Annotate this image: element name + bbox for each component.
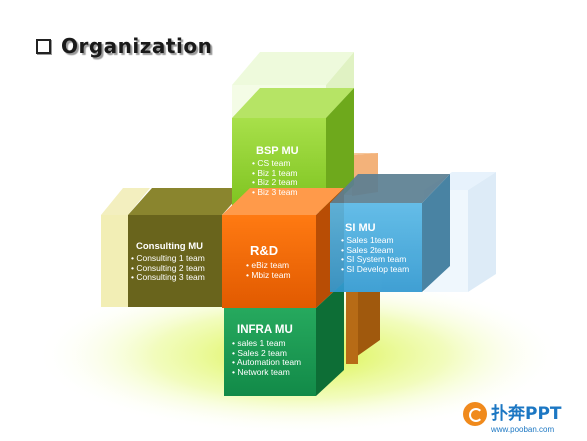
list-item: Sales 1team [341, 235, 409, 246]
list-item: Sales 2 team [232, 348, 301, 359]
list-item: Biz 1 team [252, 168, 299, 179]
rnd-team-list: eBiz team Mbiz team [246, 260, 291, 281]
list-item: Sales 2team [341, 245, 409, 256]
watermark-logo: 扑奔PPT [463, 402, 562, 426]
list-item: Consulting 2 team [131, 263, 205, 274]
consulting-name: Consulting MU [136, 241, 204, 252]
checkbox-bullet-icon [36, 38, 51, 54]
bsp-label: BSP MU CS team Biz 1 team Biz 2 team Biz… [252, 145, 299, 197]
watermark-url: www.pooban.com [491, 425, 555, 434]
infra-label: INFRA MU sales 1 team Sales 2 team Autom… [232, 324, 301, 377]
consulting-label: Consulting MU Consulting 1 team Consulti… [131, 241, 205, 283]
si-label: SI MU Sales 1team Sales 2team SI System … [341, 222, 409, 274]
bsp-team-list: CS team Biz 1 team Biz 2 team Biz 3 team [252, 158, 299, 198]
si-team-list: Sales 1team Sales 2team SI System team S… [341, 235, 409, 275]
bsp-name: BSP MU [256, 145, 299, 157]
list-item: Automation team [232, 358, 301, 368]
list-item: Biz 2 team [252, 178, 299, 188]
page-title: Organization [61, 34, 213, 58]
brand-logo-icon [463, 402, 487, 426]
rnd-name: R&D [250, 243, 279, 258]
list-item: Consulting 1 team [131, 253, 205, 264]
slide-title: Organization [36, 34, 212, 58]
list-item: sales 1 team [232, 338, 301, 349]
list-item: Consulting 3 team [131, 273, 205, 283]
list-item: Biz 3 team [252, 187, 299, 198]
list-item: Network team [232, 367, 301, 378]
list-item: eBiz team [246, 260, 291, 271]
brown-connector [346, 292, 380, 364]
list-item: Mbiz team [246, 270, 290, 281]
list-item: SI Develop team [341, 264, 409, 275]
watermark-brand: 扑奔PPT [491, 404, 562, 424]
infra-name: INFRA MU [237, 324, 293, 336]
infra-team-list: sales 1 team Sales 2 team Automation tea… [232, 338, 301, 378]
list-item: CS team [252, 158, 299, 169]
consulting-ghost-slab [101, 188, 150, 307]
consulting-team-list: Consulting 1 team Consulting 2 team Cons… [131, 253, 205, 283]
list-item: SI System team [341, 255, 409, 265]
rnd-label: R&D eBiz team Mbiz team [246, 243, 291, 280]
si-name: SI MU [345, 222, 376, 234]
